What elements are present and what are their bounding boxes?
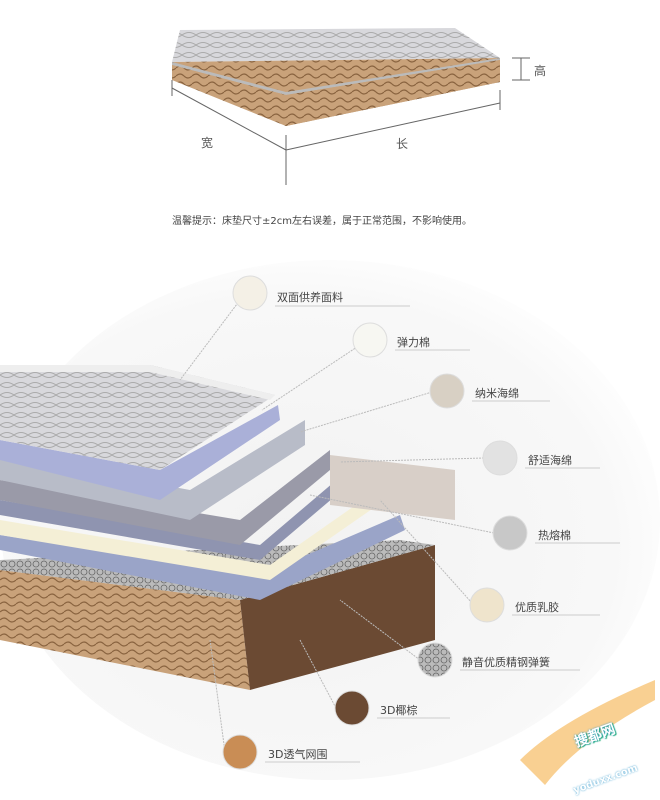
height-label: 高: [534, 64, 547, 78]
layer-label-elastic-cotton: 弹力棉: [397, 336, 430, 349]
layer-label-latex: 优质乳胶: [515, 601, 559, 614]
nano-sponge-swatch-icon: [429, 373, 465, 409]
mattress-illustration: [172, 28, 500, 126]
hot-melt-cotton-swatch-icon: [492, 515, 528, 551]
mattress-layers: [0, 365, 455, 690]
layer-label-coir: 3D椰棕: [380, 704, 418, 717]
dimension-lines: [171, 57, 530, 185]
comfort-sponge-swatch-icon: [482, 440, 518, 476]
length-label: 长: [396, 137, 409, 151]
spring-swatch-icon: [417, 642, 453, 678]
label-underlines: [265, 305, 620, 763]
layer-label-comfort-sponge: 舒适海绵: [528, 454, 572, 467]
size-tolerance-note: 温馨提示：床垫尺寸±2cm左右误差，属于正常范围，不影响使用。: [172, 216, 472, 227]
coir-swatch-icon: [334, 690, 370, 726]
fabric-swatch-icon: [232, 275, 268, 311]
watermark-swoosh: [520, 680, 655, 785]
layer-label-hot-melt-cotton: 热熔棉: [538, 529, 571, 542]
width-label: 宽: [201, 136, 214, 150]
latex-swatch-icon: [469, 587, 505, 623]
mesh-swatch-icon: [222, 734, 258, 770]
cotton-swatch-icon: [352, 322, 388, 358]
layer-label-fabric: 双面供养面料: [277, 291, 343, 304]
layer-label-nano-sponge: 纳米海绵: [475, 387, 519, 400]
leader-lines: [179, 299, 495, 753]
layer-label-mesh: 3D透气网围: [268, 748, 328, 761]
layer-label-springs: 静音优质精钢弹簧: [462, 656, 550, 669]
layer-icons: [222, 275, 528, 770]
